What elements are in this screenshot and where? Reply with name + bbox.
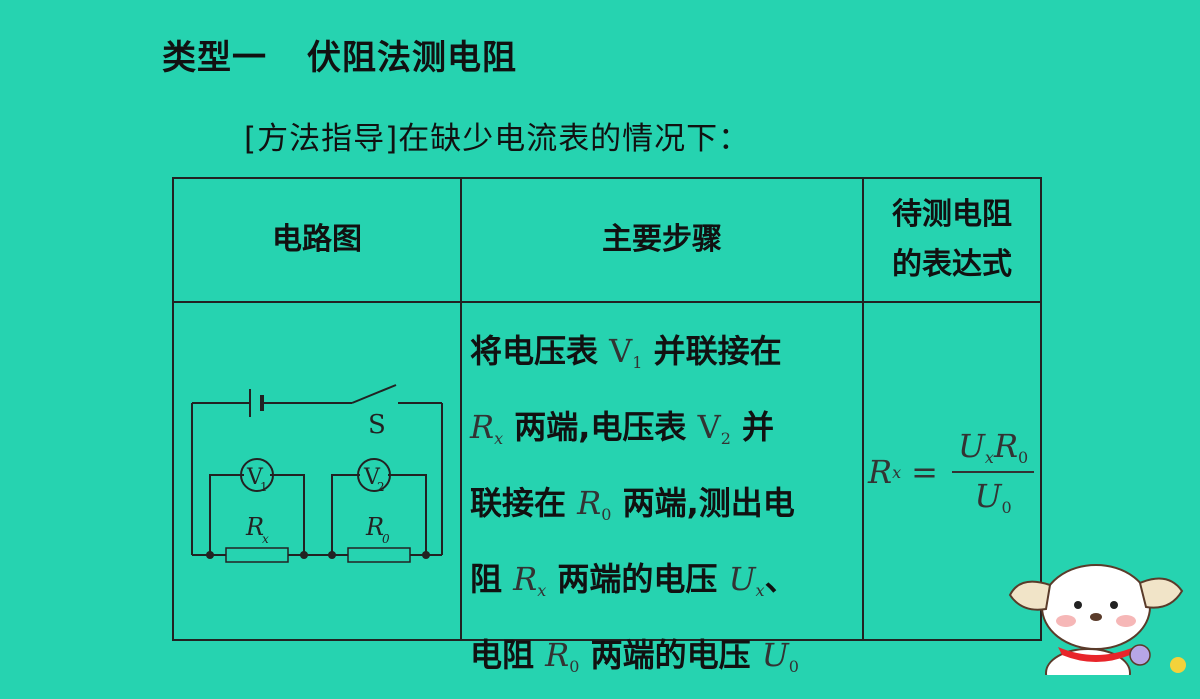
header-steps: 主要步骤	[602, 222, 722, 257]
r0-sub: 0	[382, 532, 390, 546]
switch-label: S	[368, 410, 386, 440]
table-divider	[862, 179, 864, 639]
method-guide: [方法指导]在缺少电流表的情况下：	[244, 121, 751, 157]
title-type: 类型一	[162, 38, 267, 78]
formula-fraction: UxR0 U0	[951, 427, 1035, 517]
step-line-2: Rx 两端,电压表 V2 并	[470, 408, 775, 448]
v1-label: V	[246, 465, 264, 490]
step-line-5: 电阻 R0 两端的电压 U0	[470, 636, 799, 676]
switch-icon	[351, 384, 397, 404]
rx-label: R	[245, 513, 264, 541]
resistor-rx	[225, 547, 289, 563]
voltmeter-v1: V 1	[240, 458, 274, 494]
circuit-diagram: S V 1 V 2 R x R 0	[191, 384, 443, 563]
step-line-4: 阻 Rx 两端的电压 Ux、	[470, 560, 797, 600]
step-line-3: 联接在 R0 两端,测出电	[470, 484, 795, 524]
method-table: 电路图 主要步骤 待测电阻 的表达式 S	[172, 177, 1044, 676]
title-topic: 伏阻法测电阻	[307, 38, 517, 78]
header-expression: 待测电阻 的表达式	[864, 179, 1040, 301]
v2-sub: 2	[377, 480, 385, 494]
step-line-1: 将电压表 V1 并联接在	[470, 332, 782, 372]
rx-sub: x	[262, 532, 269, 546]
main-steps: 将电压表 V1 并联接在 Rx 两端,电压表 V2 并 联接在 R0 两端,测出…	[470, 319, 858, 699]
header-expression-line1: 待测电阻	[892, 197, 1012, 232]
v1-sub: 1	[260, 480, 268, 494]
cartoon-dog-icon	[1008, 564, 1186, 675]
voltmeter-v2: V 2	[357, 458, 391, 494]
v2-label: V	[363, 465, 381, 490]
table-divider	[460, 179, 462, 639]
battery-icon	[249, 389, 264, 417]
header-expression-line2: 的表达式	[892, 247, 1012, 282]
r0-label: R	[365, 513, 384, 541]
resistor-r0	[347, 547, 411, 563]
page-title: 类型一 伏阻法测电阻	[162, 30, 517, 79]
header-circuit: 电路图	[272, 222, 362, 257]
table-divider	[174, 301, 1040, 303]
